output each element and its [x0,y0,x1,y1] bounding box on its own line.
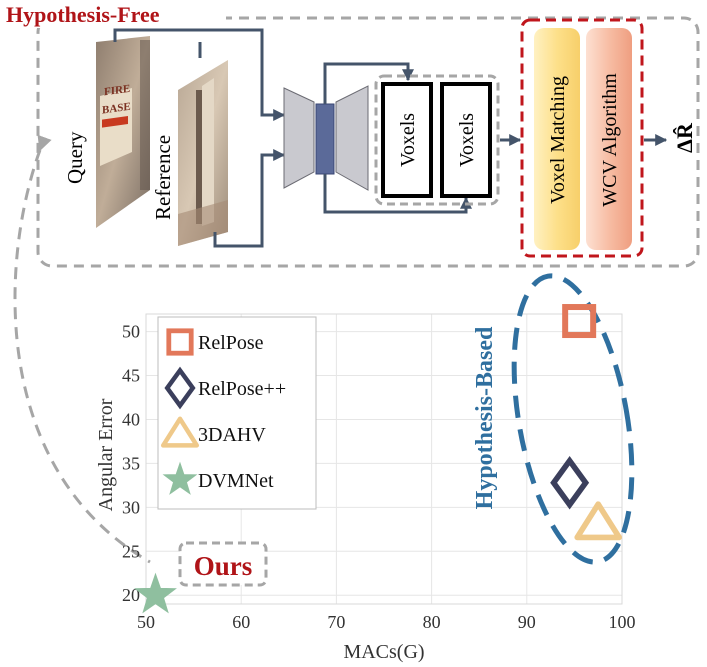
legend-marker-relpose [166,328,194,356]
legend-marker-relposepp [164,366,196,410]
output-label: ΔR̂ [672,122,697,153]
y-tick-label: 35 [122,453,140,473]
voxel-matching-block [534,28,580,250]
y-tick-label: 20 [122,585,140,605]
y-tick-label: 45 [122,366,140,386]
ours-connector [13,134,151,564]
y-tick-label: 40 [122,409,140,429]
hypothesis-based-label: Hypothesis-Based [472,326,498,509]
hypothesis-free-panel: Hypothesis-Free FIRE BASE Query Referenc… [4,2,700,268]
ours-label: Ours [194,551,253,581]
legend-label-relposepp: RelPose++ [198,378,286,400]
y-tick-label: 30 [122,497,140,517]
input-arrows [113,28,286,248]
reference-image [178,60,228,246]
x-axis-label: MACs(G) [343,641,424,663]
voxels-group [374,74,500,206]
x-tick-label: 100 [609,612,636,632]
svg-text:FIRE: FIRE [104,83,130,99]
hypothesis-based-ellipse [511,273,635,565]
x-tick-label: 60 [232,612,250,632]
data-point-3dahv [574,501,623,541]
y-tick-label: 50 [122,322,140,342]
x-tick-label: 80 [423,612,441,632]
query-label: Query [63,131,87,184]
voxels-box-reference [440,82,492,198]
data-point-dvmnet [134,572,177,614]
data-point-relpose [562,304,597,339]
panel-title: Hypothesis-Free [6,2,160,27]
reference-label: Reference [151,135,175,220]
network-block [283,85,369,191]
ours-box [178,541,268,587]
legend-marker-dvmnet [162,461,198,495]
x-tick-labels: 50 60 70 80 90 100 [137,612,636,632]
x-tick-label: 90 [518,612,536,632]
svg-text:BASE: BASE [102,101,131,117]
wcv-algorithm-block [586,28,632,250]
legend-label-dvmnet: DVMNet [198,470,274,492]
voxels-label-1: Voxels [397,113,419,167]
y-tick-labels: 20 25 30 35 40 45 50 [122,322,140,606]
matching-group [520,18,644,258]
x-tick-label: 70 [327,612,345,632]
y-axis-label: Angular Error [95,398,117,511]
plot-frame [145,313,623,605]
y-tick-label: 25 [122,541,140,561]
legend-label-relpose: RelPose [198,332,264,354]
voxels-label-2: Voxels [456,113,478,167]
legend-label-3dahv: 3DAHV [198,424,266,446]
legend-marker-3dahv [160,416,200,448]
wcv-label: WCV Algorithm [599,73,621,207]
x-tick-label: 50 [137,612,155,632]
query-image: FIRE BASE [96,36,150,228]
voxels-box-query [381,82,433,198]
data-point-relposepp [550,455,590,510]
voxel-matching-label: Voxel Matching [547,76,569,204]
scatter-chart: 50 60 70 80 90 100 20 25 30 35 40 45 50 MACs(G) Ang… [95,273,636,663]
data-points [134,304,623,614]
